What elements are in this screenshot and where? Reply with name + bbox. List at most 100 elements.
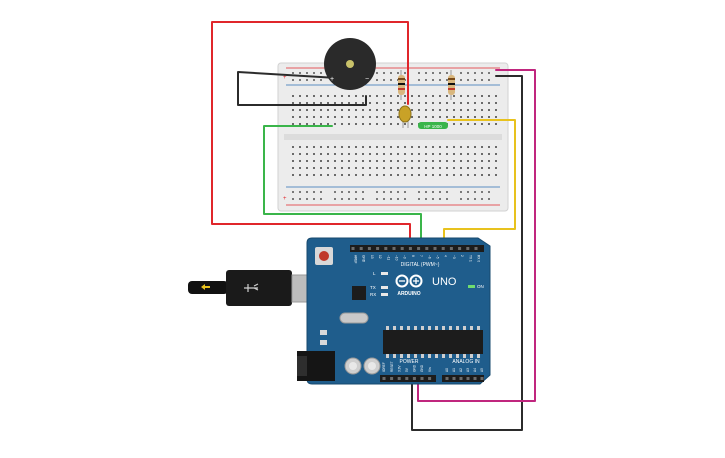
breadboard-hole[interactable] bbox=[474, 167, 476, 169]
rail-hole[interactable] bbox=[488, 198, 490, 200]
breadboard-hole[interactable] bbox=[439, 160, 441, 162]
rail-hole[interactable] bbox=[481, 72, 483, 74]
rail-hole[interactable] bbox=[481, 198, 483, 200]
breadboard-hole[interactable] bbox=[425, 146, 427, 148]
breadboard-hole[interactable] bbox=[369, 174, 371, 176]
rail-hole[interactable] bbox=[306, 198, 308, 200]
breadboard-hole[interactable] bbox=[355, 116, 357, 118]
breadboard-hole[interactable] bbox=[313, 102, 315, 104]
breadboard-hole[interactable] bbox=[453, 146, 455, 148]
breadboard-hole[interactable] bbox=[348, 153, 350, 155]
breadboard-hole[interactable] bbox=[460, 146, 462, 148]
rail-hole[interactable] bbox=[432, 191, 434, 193]
power-pin-hole[interactable] bbox=[420, 377, 424, 380]
rail-hole[interactable] bbox=[439, 191, 441, 193]
breadboard-hole[interactable] bbox=[327, 174, 329, 176]
breadboard-hole[interactable] bbox=[292, 160, 294, 162]
breadboard-hole[interactable] bbox=[341, 109, 343, 111]
breadboard-hole[interactable] bbox=[488, 116, 490, 118]
breadboard-hole[interactable] bbox=[348, 167, 350, 169]
rail-hole[interactable] bbox=[299, 198, 301, 200]
breadboard-hole[interactable] bbox=[439, 116, 441, 118]
breadboard-hole[interactable] bbox=[383, 153, 385, 155]
rail-hole[interactable] bbox=[446, 79, 448, 81]
breadboard-hole[interactable] bbox=[355, 109, 357, 111]
breadboard-hole[interactable] bbox=[446, 102, 448, 104]
breadboard-hole[interactable] bbox=[362, 146, 364, 148]
rail-hole[interactable] bbox=[397, 72, 399, 74]
breadboard-hole[interactable] bbox=[411, 116, 413, 118]
rail-hole[interactable] bbox=[488, 72, 490, 74]
digital-pin-hole[interactable] bbox=[425, 247, 429, 250]
breadboard-hole[interactable] bbox=[467, 95, 469, 97]
rail-hole[interactable] bbox=[467, 198, 469, 200]
breadboard-hole[interactable] bbox=[460, 109, 462, 111]
rail-hole[interactable] bbox=[404, 191, 406, 193]
breadboard-hole[interactable] bbox=[334, 174, 336, 176]
breadboard-hole[interactable] bbox=[474, 146, 476, 148]
digital-pin-hole[interactable] bbox=[466, 247, 470, 250]
breadboard-hole[interactable] bbox=[446, 160, 448, 162]
wire-red[interactable] bbox=[211, 21, 411, 249]
rail-hole[interactable] bbox=[467, 79, 469, 81]
breadboard-hole[interactable] bbox=[320, 146, 322, 148]
breadboard-hole[interactable] bbox=[453, 174, 455, 176]
breadboard-hole[interactable] bbox=[411, 95, 413, 97]
breadboard-hole[interactable] bbox=[362, 153, 364, 155]
breadboard-hole[interactable] bbox=[383, 102, 385, 104]
breadboard-hole[interactable] bbox=[467, 153, 469, 155]
breadboard-hole[interactable] bbox=[383, 146, 385, 148]
breadboard-hole[interactable] bbox=[467, 102, 469, 104]
breadboard-hole[interactable] bbox=[439, 102, 441, 104]
digital-pin-hole[interactable] bbox=[433, 247, 437, 250]
breadboard-hole[interactable] bbox=[362, 160, 364, 162]
breadboard-hole[interactable] bbox=[418, 95, 420, 97]
rail-hole[interactable] bbox=[362, 198, 364, 200]
breadboard[interactable]: + + bbox=[277, 62, 509, 212]
breadboard-hole[interactable] bbox=[348, 160, 350, 162]
breadboard-hole[interactable] bbox=[397, 109, 399, 111]
breadboard-hole[interactable] bbox=[341, 146, 343, 148]
breadboard-hole[interactable] bbox=[306, 167, 308, 169]
rail-hole[interactable] bbox=[439, 72, 441, 74]
rail-hole[interactable] bbox=[425, 72, 427, 74]
rail-hole[interactable] bbox=[320, 72, 322, 74]
breadboard-hole[interactable] bbox=[446, 153, 448, 155]
breadboard-hole[interactable] bbox=[432, 102, 434, 104]
breadboard-hole[interactable] bbox=[327, 102, 329, 104]
breadboard-hole[interactable] bbox=[327, 123, 329, 125]
breadboard-hole[interactable] bbox=[495, 174, 497, 176]
digital-pin-hole[interactable] bbox=[392, 247, 396, 250]
breadboard-hole[interactable] bbox=[376, 160, 378, 162]
breadboard-hole[interactable] bbox=[341, 102, 343, 104]
breadboard-hole[interactable] bbox=[495, 153, 497, 155]
breadboard-hole[interactable] bbox=[299, 167, 301, 169]
power-pin-hole[interactable] bbox=[390, 377, 394, 380]
rail-hole[interactable] bbox=[460, 72, 462, 74]
breadboard-hole[interactable] bbox=[376, 146, 378, 148]
breadboard-hole[interactable] bbox=[376, 102, 378, 104]
breadboard-hole[interactable] bbox=[341, 116, 343, 118]
breadboard-hole[interactable] bbox=[306, 116, 308, 118]
rail-hole[interactable] bbox=[404, 198, 406, 200]
breadboard-hole[interactable] bbox=[362, 123, 364, 125]
breadboard-hole[interactable] bbox=[369, 102, 371, 104]
breadboard-hole[interactable] bbox=[348, 116, 350, 118]
breadboard-hole[interactable] bbox=[460, 160, 462, 162]
breadboard-hole[interactable] bbox=[418, 102, 420, 104]
breadboard-hole[interactable] bbox=[313, 109, 315, 111]
analog-pin-hole[interactable] bbox=[480, 377, 484, 380]
breadboard-hole[interactable] bbox=[453, 167, 455, 169]
breadboard-hole[interactable] bbox=[460, 167, 462, 169]
breadboard-hole[interactable] bbox=[369, 153, 371, 155]
breadboard-hole[interactable] bbox=[404, 174, 406, 176]
breadboard-hole[interactable] bbox=[341, 95, 343, 97]
digital-pin-hole[interactable] bbox=[474, 247, 478, 250]
breadboard-hole[interactable] bbox=[404, 153, 406, 155]
breadboard-hole[interactable] bbox=[292, 109, 294, 111]
analog-pin-hole[interactable] bbox=[445, 377, 449, 380]
digital-pin-hole[interactable] bbox=[367, 247, 371, 250]
breadboard-hole[interactable] bbox=[425, 174, 427, 176]
rail-hole[interactable] bbox=[306, 79, 308, 81]
